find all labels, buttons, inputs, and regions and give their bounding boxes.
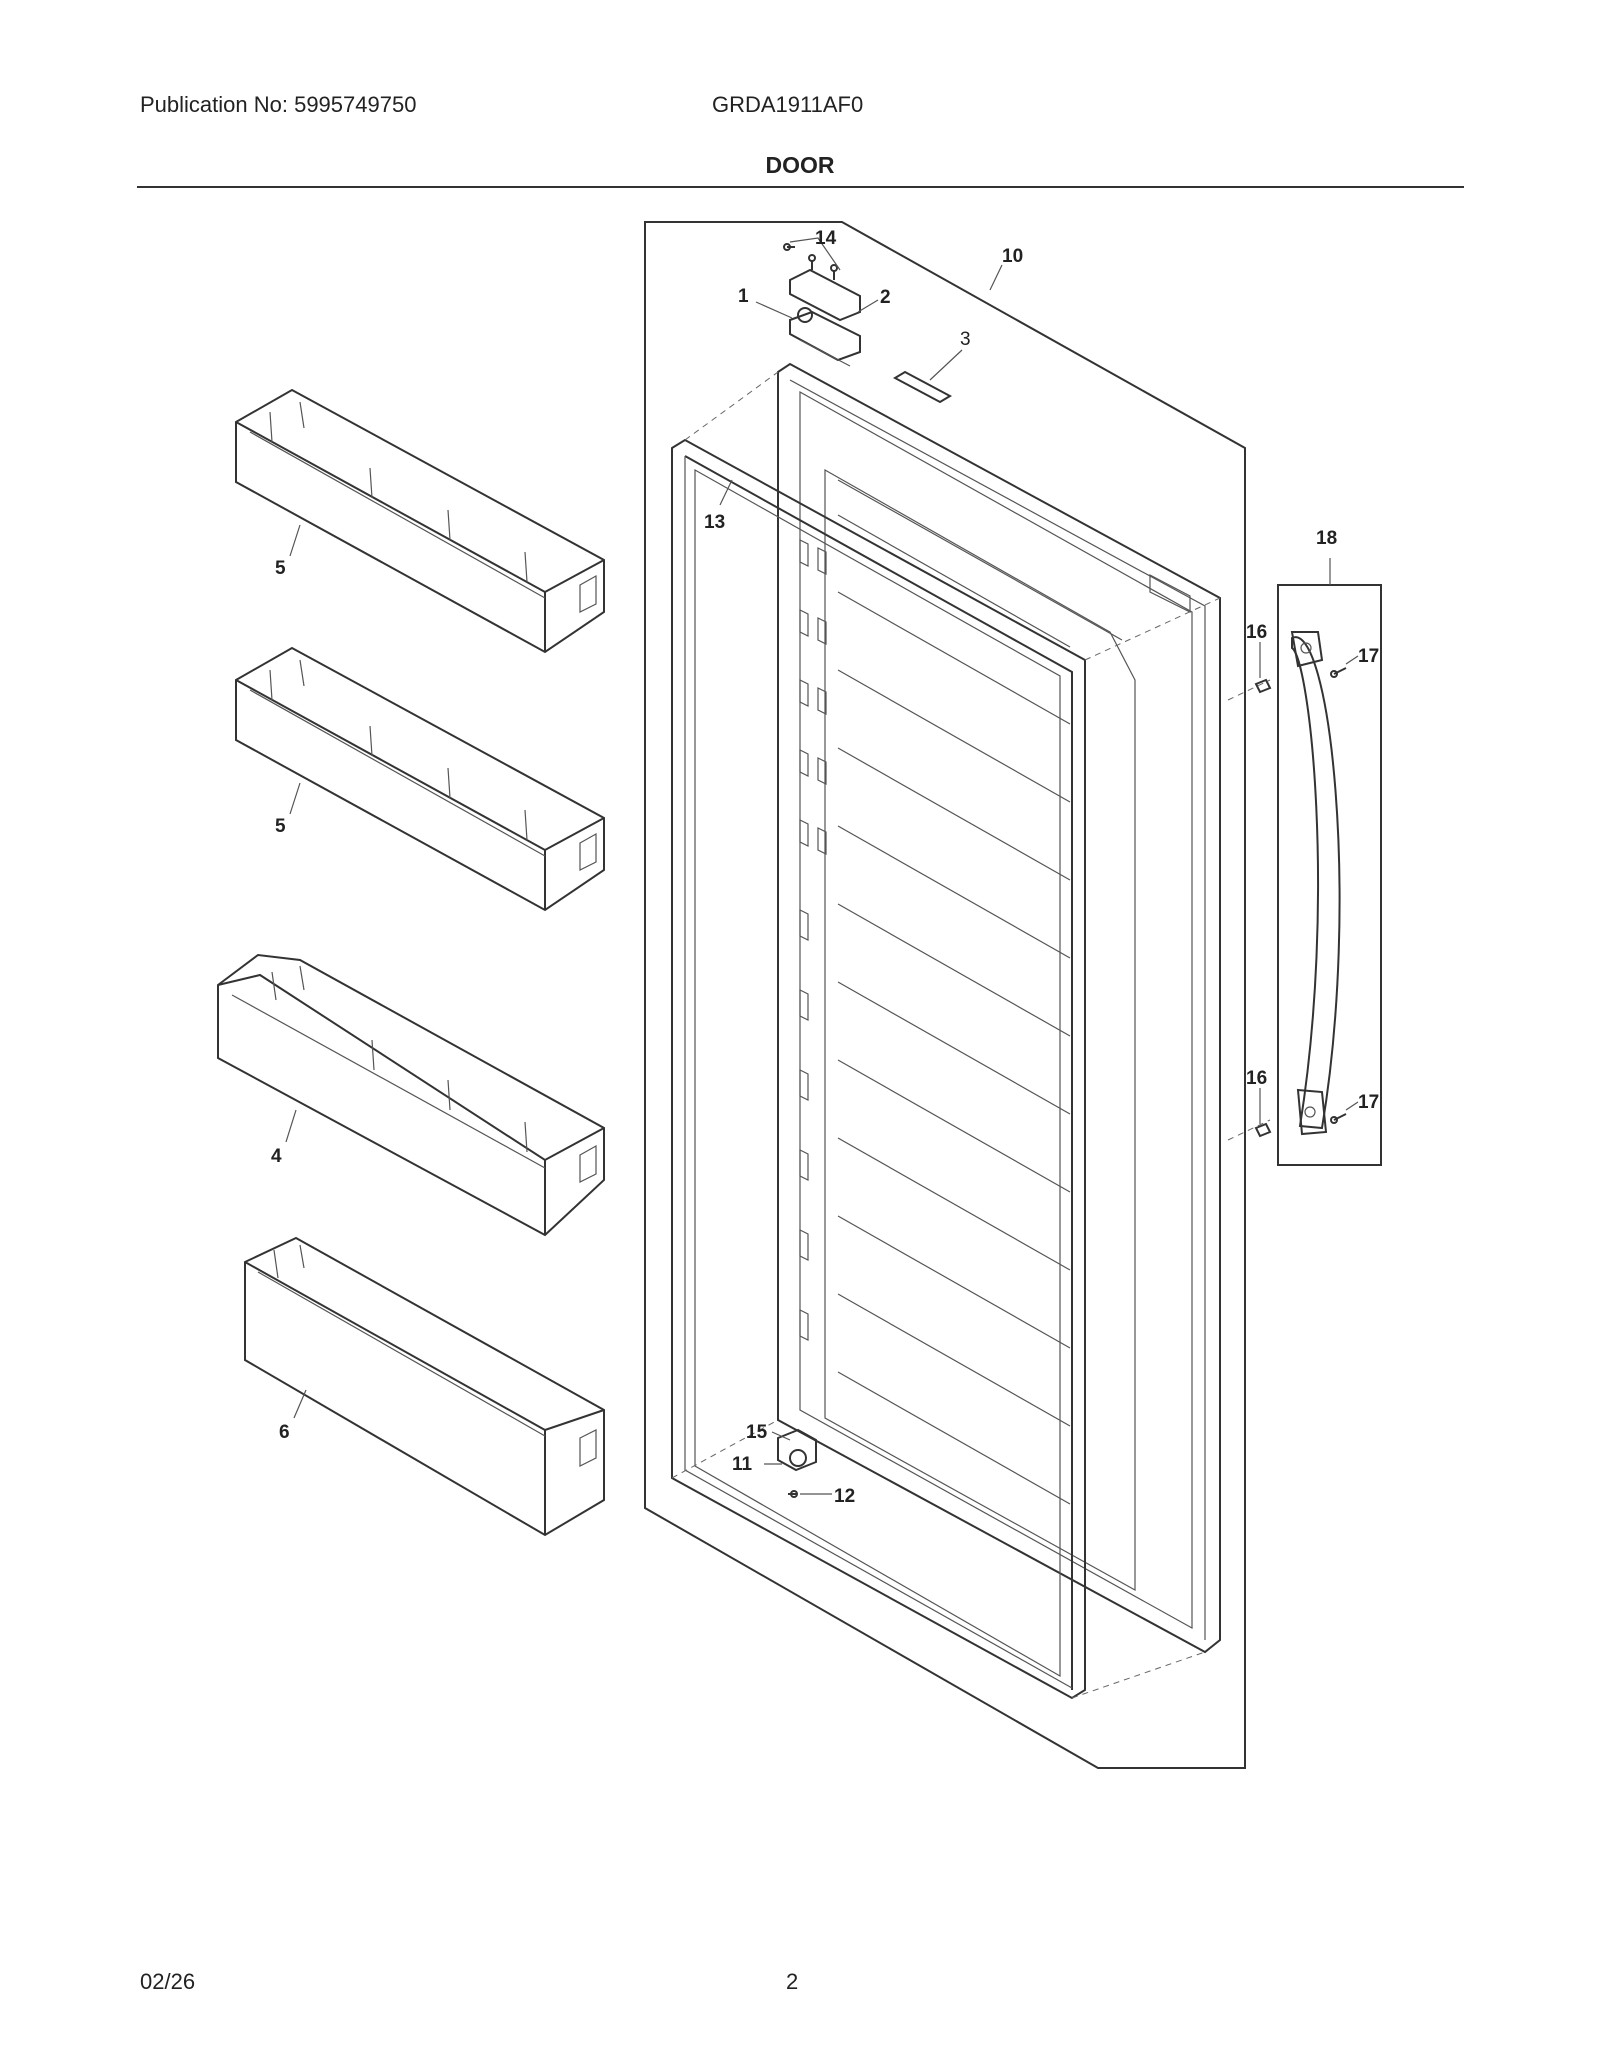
door-bin-second[interactable] (235, 646, 605, 912)
bottom-hinge[interactable] (777, 1428, 817, 1498)
callout-4: 4 (271, 1146, 282, 1167)
callout-12: 12 (834, 1486, 855, 1507)
section-title: DOOR (765, 152, 835, 178)
callout-16b: 16 (1246, 1068, 1267, 1089)
callout-5a: 5 (275, 558, 286, 579)
leader-4 (285, 1109, 297, 1143)
door-assembly-outline (644, 221, 1246, 1769)
callout-5b: 5 (275, 816, 286, 837)
leader-10 (989, 264, 1003, 291)
callout-13: 13 (704, 512, 725, 533)
handle-screws[interactable] (1330, 667, 1347, 1124)
door-bin-top[interactable] (235, 388, 605, 654)
door-liner[interactable] (777, 362, 1221, 1654)
callout-11: 11 (732, 1454, 753, 1475)
handle-studs[interactable] (1254, 678, 1272, 1138)
door-gasket[interactable] (671, 438, 1086, 1700)
leader-17a (1345, 655, 1359, 665)
leader-5b (289, 782, 301, 815)
leader-14 (789, 237, 841, 271)
callout-17b: 17 (1358, 1092, 1379, 1113)
callout-1: 1 (738, 286, 749, 307)
callout-18: 18 (1316, 528, 1337, 549)
model-number: GRDA1911AF0 (712, 92, 864, 117)
leader-13 (719, 479, 733, 506)
callout-14: 14 (815, 228, 837, 249)
top-hinge[interactable] (789, 268, 861, 367)
door-handle[interactable] (1290, 631, 1341, 1136)
callout-6: 6 (279, 1422, 290, 1443)
leader-15 (771, 1431, 791, 1441)
header-rule (137, 186, 1464, 188)
callout-2: 2 (880, 287, 891, 308)
footer-date: 02/26 (140, 1969, 196, 1994)
door-bin-deep[interactable] (217, 953, 605, 1237)
callout-16a: 16 (1246, 622, 1267, 643)
hinge-screws[interactable] (783, 243, 838, 280)
leader-17b (1345, 1101, 1359, 1111)
publication-number: Publication No: 5995749750 (140, 92, 417, 117)
footer-page-number: 2 (786, 1969, 799, 1994)
door-bin-tall[interactable] (244, 1236, 605, 1537)
callout-10: 10 (1002, 246, 1023, 267)
leader-6 (293, 1389, 307, 1419)
callout-17a: 17 (1358, 646, 1379, 667)
leader-5a (289, 524, 301, 557)
callout-15: 15 (746, 1422, 768, 1443)
callout-3: 3 (960, 329, 971, 350)
leader-3 (929, 349, 963, 381)
leader-2 (857, 299, 879, 313)
leader-1 (755, 301, 793, 319)
